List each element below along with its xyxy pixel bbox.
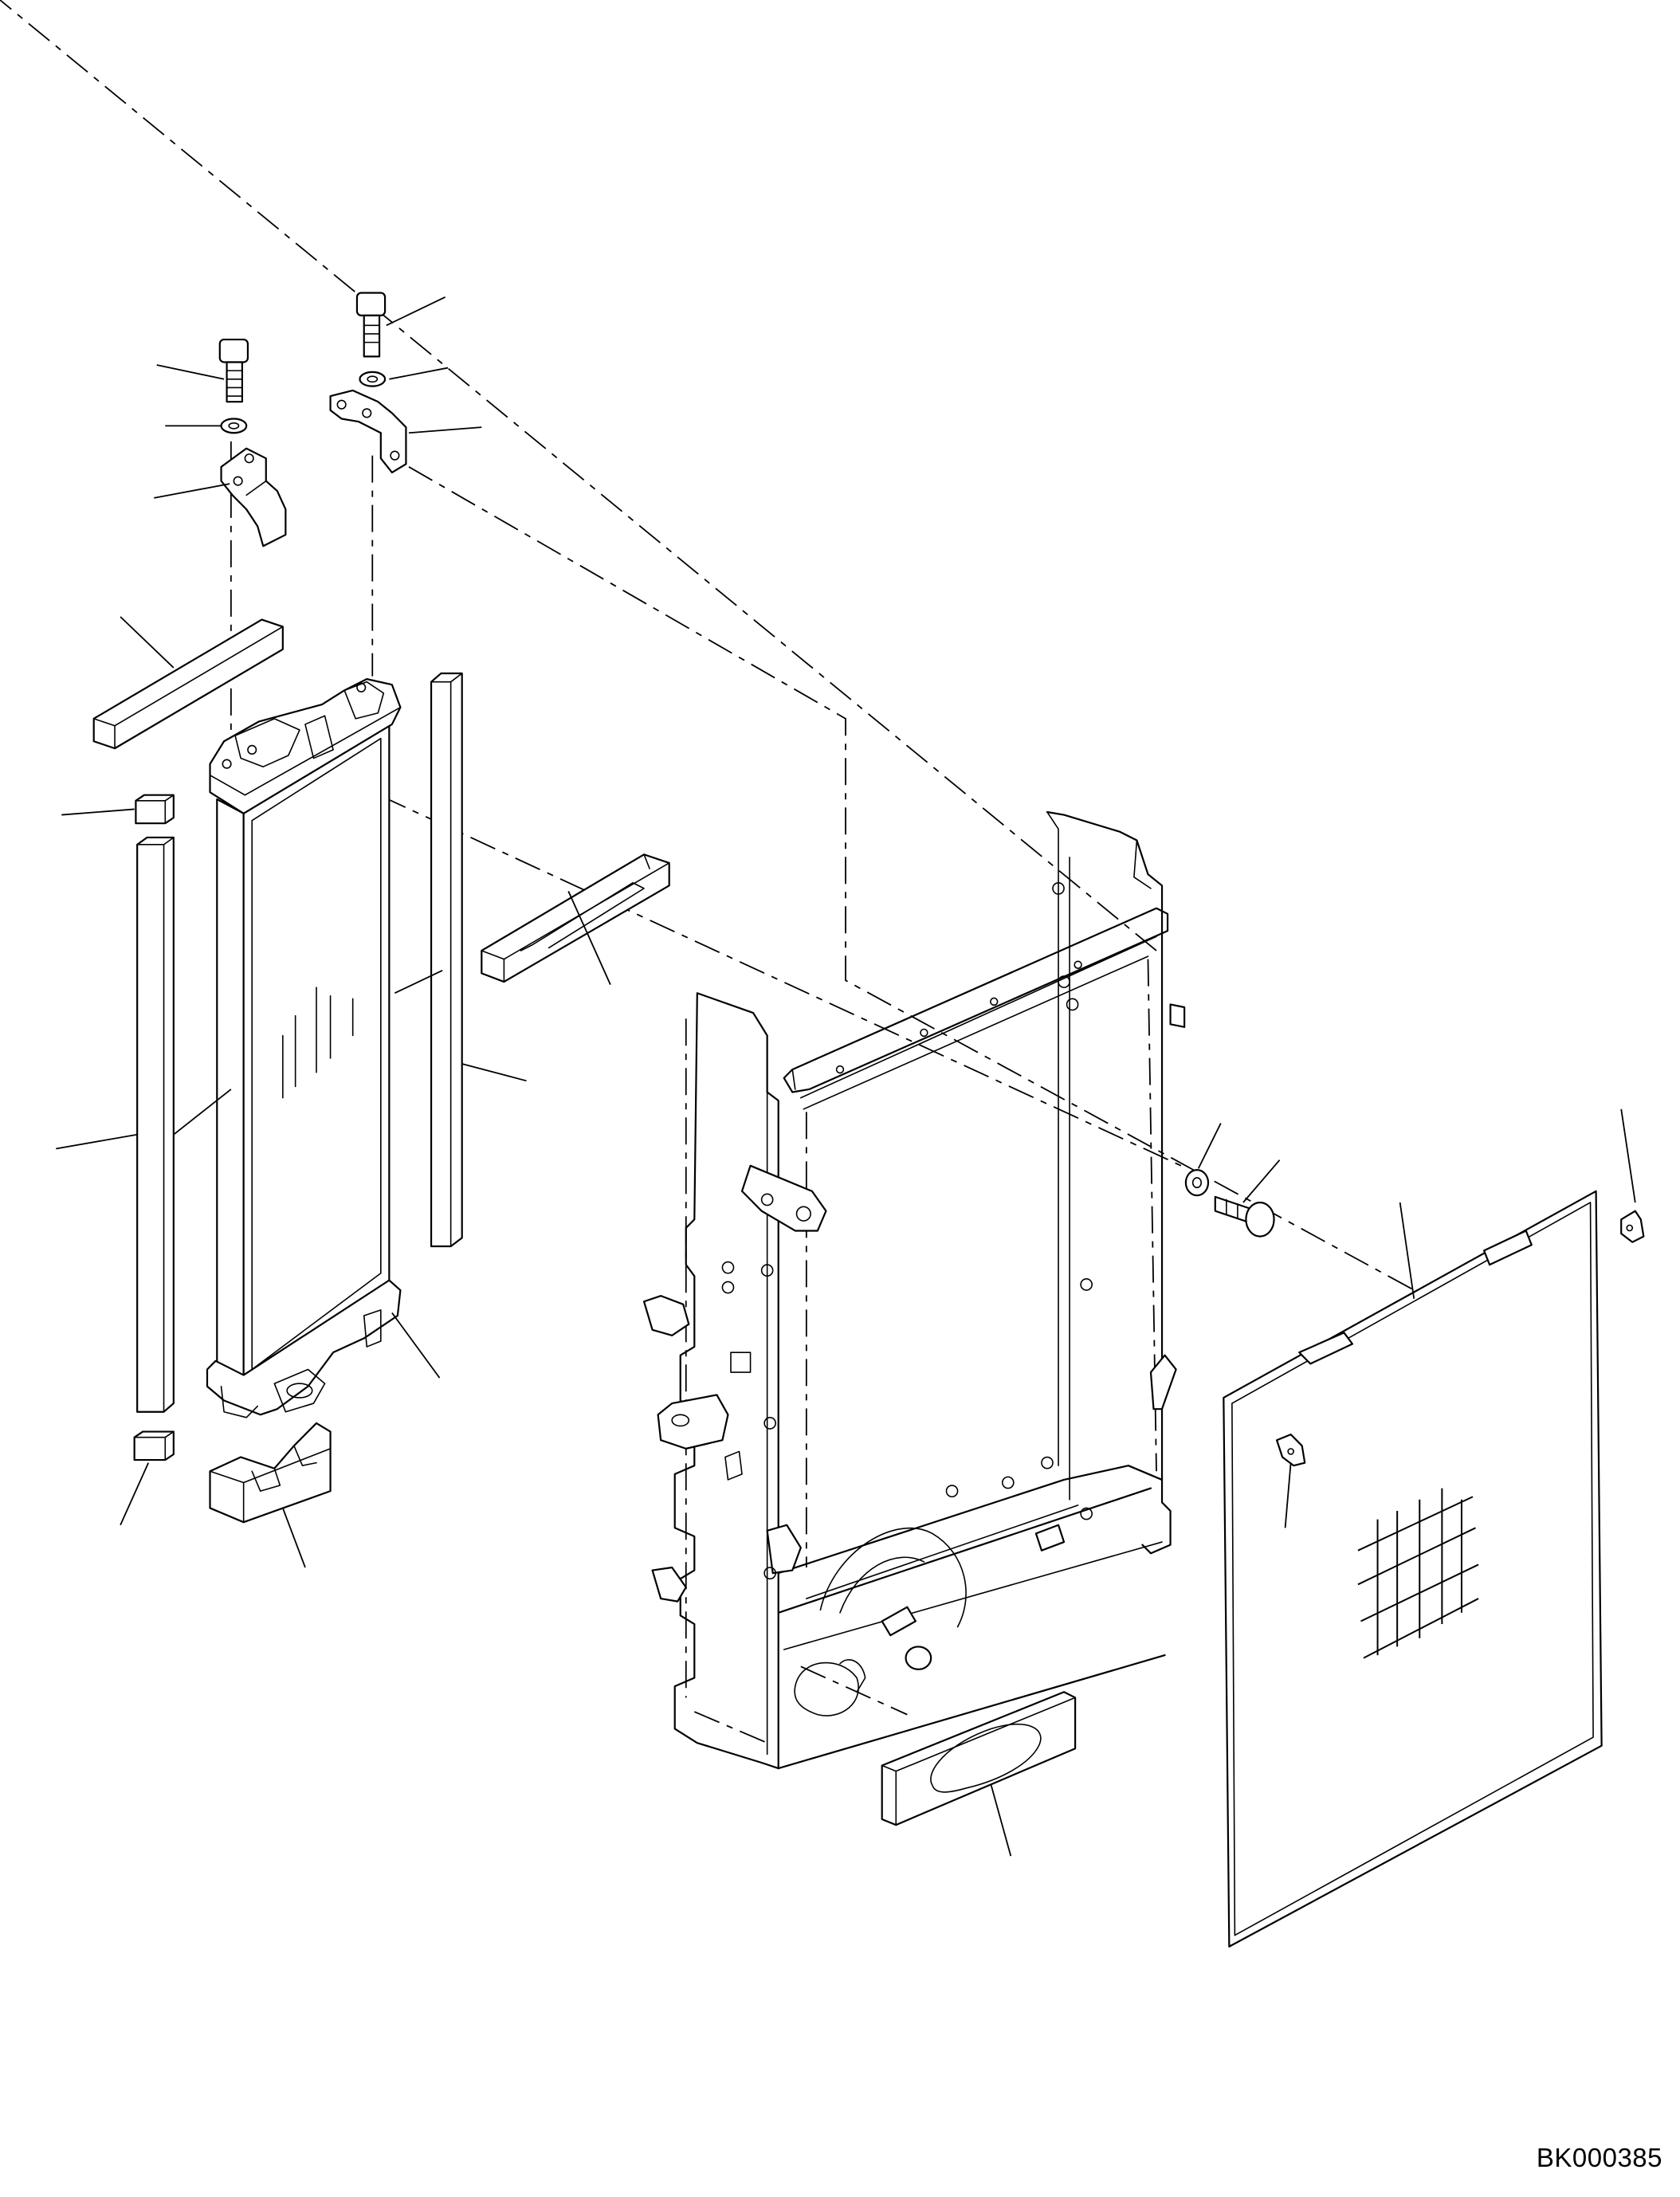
- bolt-side: [1215, 1197, 1274, 1237]
- drawing-code-label: BK000385: [1536, 2143, 1662, 2172]
- washer-left: [222, 418, 247, 433]
- clip-lower: [1277, 1434, 1305, 1465]
- bracket-right: [331, 390, 406, 473]
- mount-block-bottom: [210, 1423, 331, 1522]
- sponge-right-vertical: [431, 673, 462, 1246]
- bolt-left: [220, 339, 248, 402]
- leader-lines: [56, 297, 1635, 1856]
- sponge-bottom-block: [882, 1692, 1075, 1825]
- sponge-channel-middle: [481, 854, 669, 982]
- net-screen: [1223, 1191, 1601, 1947]
- bracket-left: [222, 449, 286, 546]
- washer-right: [359, 372, 385, 386]
- bolt-right: [357, 292, 385, 356]
- pad-small-bottom: [135, 1432, 174, 1461]
- sponge-left-vertical: [137, 838, 174, 1412]
- washer-side: [1186, 1170, 1208, 1195]
- assembly-dash-lines: [0, 0, 1596, 1715]
- shroud-frame: [644, 812, 1184, 1768]
- clip-upper: [1621, 1211, 1643, 1242]
- radiator: [207, 679, 400, 1418]
- sponge-top: [94, 620, 283, 749]
- pad-small-top: [135, 795, 173, 824]
